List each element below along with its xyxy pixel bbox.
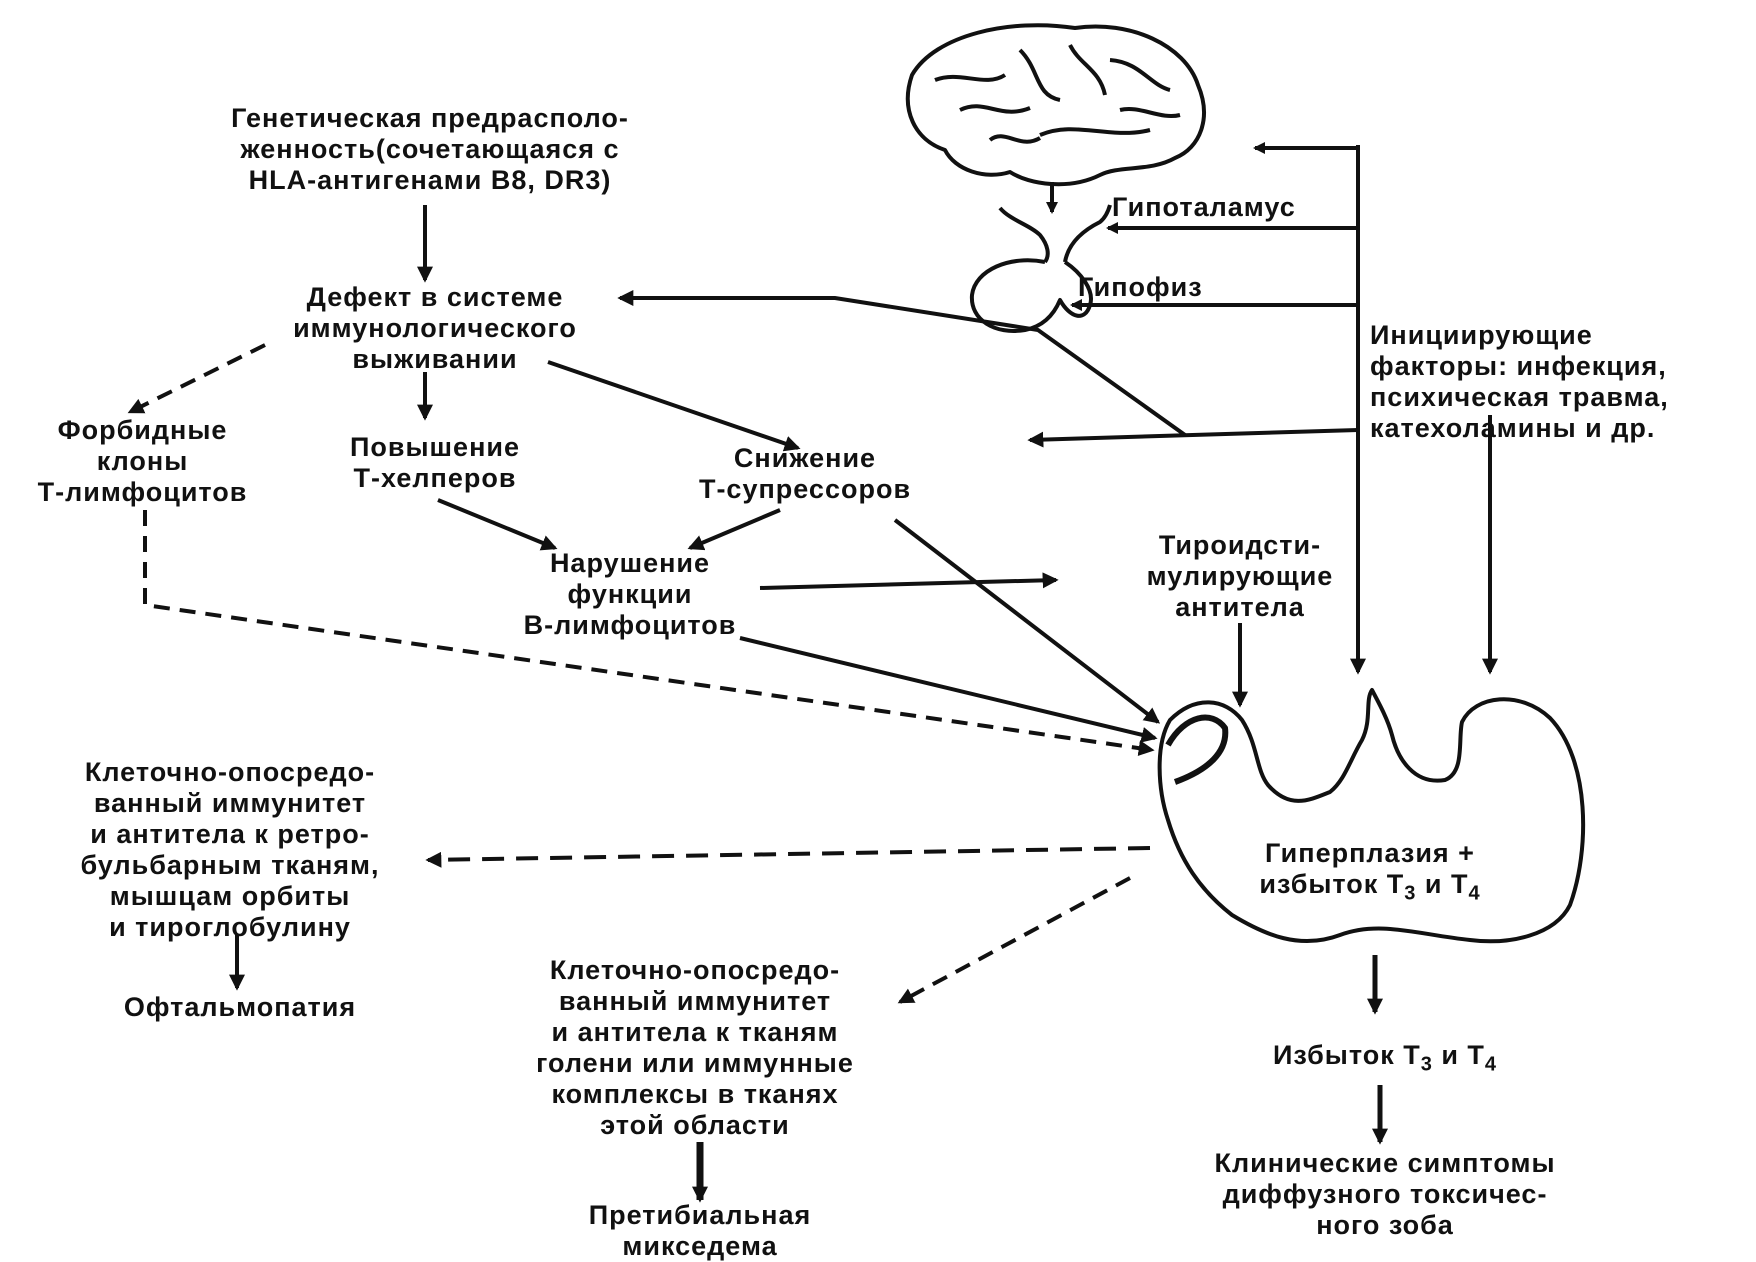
initiating-factors-label: Инициирующие факторы: инфекция, психичес… <box>1370 320 1669 443</box>
clinical-symptoms-label: Клинические симптомы диффузного токсичес… <box>1214 1148 1556 1240</box>
arrow-suppressors-to-bcells <box>687 508 781 551</box>
arrow-feedback-to-defect <box>617 290 1187 437</box>
b-lymphocytes-label: Нарушение функции В-лимфоцитов <box>523 548 737 640</box>
thyroid-gland-icon <box>1157 688 1586 944</box>
arrow-forbidden-to-thyroid <box>143 510 1155 757</box>
hyperplasia-line1: Гиперплазия + <box>1265 838 1475 868</box>
arrow-thyroid-to-retro <box>425 846 1151 868</box>
brain-icon <box>905 23 1206 187</box>
hyperplasia-line2: избыток Т3 и Т4 <box>1259 869 1481 905</box>
connector-arrows <box>127 142 1498 1203</box>
pretibial-myxedema-label: Претибиальная микседема <box>588 1200 812 1261</box>
arrow-bcells-to-thyroid <box>739 636 1158 743</box>
pituitary-gland-icon <box>969 204 1112 333</box>
retrobulbar-immunity-label: Клеточно-опосредо- ванный иммунитет и ан… <box>80 757 380 942</box>
forbidden-clones-label: Форбидные клоны Т-лимфоцитов <box>37 415 248 507</box>
excess-t3-t4-label: Избыток Т3 и Т4 <box>1272 1040 1498 1076</box>
arrow-helpers-to-bcells <box>437 498 558 551</box>
ophthalmopathy-label: Офтальмопатия <box>123 992 357 1022</box>
arrow-thyroid-to-shin <box>897 876 1131 1004</box>
pituitary-label: Гипофиз <box>1078 272 1203 302</box>
arrow-suppressors-to-thyroid <box>893 518 1161 724</box>
hyperplasia-label: Гиперплазия + избыток Т3 и Т4 <box>1245 838 1495 909</box>
arrow-bcells-to-tsi <box>759 572 1059 590</box>
arrow-defect-to-suppressors <box>547 360 801 452</box>
tsi-antibodies-label: Тироидсти- мулирующие антитела <box>1146 530 1334 622</box>
shin-tissue-immunity-label: Клеточно-опосредо- ванный иммунитет и ан… <box>536 955 854 1140</box>
t-suppressors-label: Снижение Т-супрессоров <box>698 443 912 504</box>
genetic-predisposition-label: Генетическая предрасполо- женность(сочет… <box>231 103 629 195</box>
hypothalamus-label: Гипоталамус <box>1112 192 1296 222</box>
t-helpers-label: Повышение Т-хелперов <box>350 432 520 493</box>
immune-defect-label: Дефект в системе иммунологического выжив… <box>293 282 577 374</box>
